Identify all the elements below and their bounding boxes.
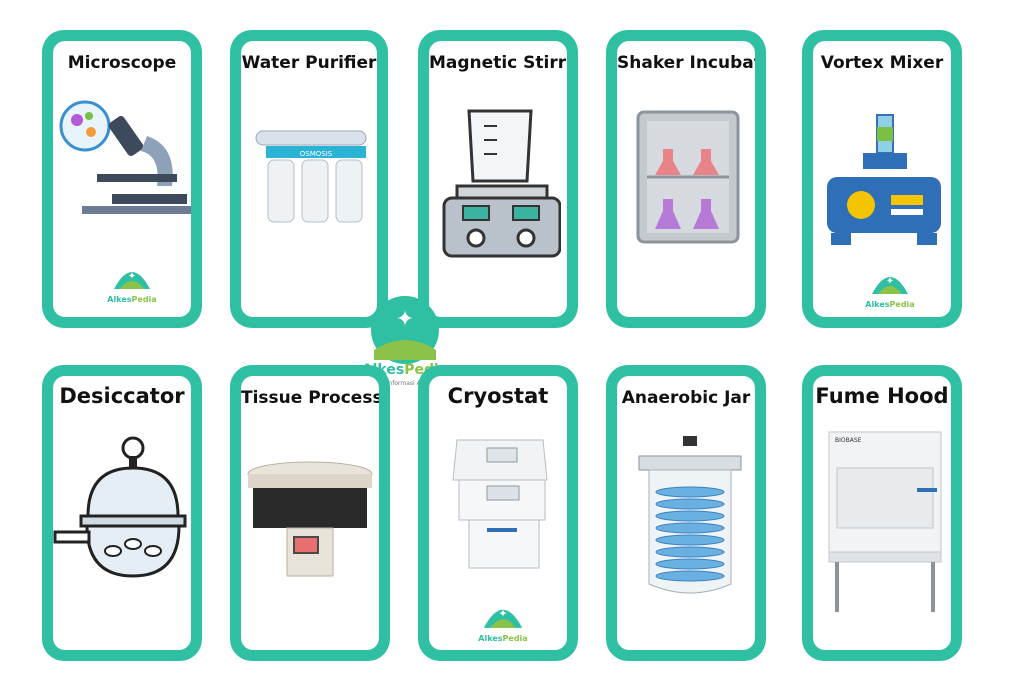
alkespedia-icon: ✦ <box>483 607 523 628</box>
tissue-processor-illustration <box>247 461 373 577</box>
svg-text:✦: ✦ <box>396 307 414 332</box>
logo-text: AlkesPedia <box>478 634 528 643</box>
card-inner: Microscope ✦ AlkesPedia <box>53 41 191 317</box>
card-title: Microscope <box>67 53 177 73</box>
card-inner: Vortex Mixer ✦ AlkesPedia <box>813 41 951 317</box>
cryostat-illustration <box>452 439 548 569</box>
card-title: Vortex Mixer <box>820 53 944 73</box>
alkespedia-icon: ✦ <box>114 271 150 289</box>
card-shaker-incubator: Shaker Incubator <box>606 30 766 328</box>
card-water-purifier: Water Purifier OSMOSIS <box>230 30 388 328</box>
alkespedia-logo: ✦ AlkesPedia <box>98 261 166 304</box>
microscope-illustration <box>59 100 191 214</box>
biobase-label: BIOBASE <box>835 437 862 444</box>
water-purifier-illustration: OSMOSIS <box>255 130 367 223</box>
card-inner: Anaerobic Jar <box>617 376 755 650</box>
card-title: Cryostat <box>447 384 549 408</box>
card-title: Magnetic Stirrer <box>429 53 567 73</box>
card-title: Anaerobic Jar <box>621 388 751 408</box>
card-inner: Shaker Incubator <box>617 41 755 317</box>
card-inner: Tissue Processor <box>241 376 379 650</box>
desiccator-illustration <box>53 436 187 578</box>
card-inner: Cryostat ✦ AlkesPedia <box>429 376 567 650</box>
card-microscope: Microscope ✦ AlkesPedia <box>42 30 202 328</box>
card-desiccator: Desiccator <box>42 365 202 661</box>
card-anaerobic-jar: Anaerobic Jar <box>606 365 766 661</box>
card-vortex-mixer: Vortex Mixer ✦ AlkesPedia <box>802 30 962 328</box>
card-magnetic-stirrer: Magnetic Stirrer <box>418 30 578 328</box>
osmosis-label: OSMOSIS <box>300 150 333 158</box>
vortex-mixer-illustration <box>827 114 941 245</box>
card-inner: Desiccator <box>53 376 191 650</box>
shaker-incubator-illustration <box>636 110 740 244</box>
svg-text:✦: ✦ <box>886 276 894 287</box>
alkespedia-icon: ✦ <box>872 276 908 294</box>
card-cryostat: Cryostat ✦ AlkesPedia <box>418 365 578 661</box>
fume-hood-illustration: BIOBASE <box>828 431 942 612</box>
card-inner: Fume Hood BIOBASE <box>813 376 951 650</box>
svg-text:✦: ✦ <box>499 607 508 620</box>
card-fume-hood: Fume Hood BIOBASE <box>802 365 962 661</box>
alkespedia-logo: ✦ AlkesPedia <box>856 266 924 309</box>
logo-text: AlkesPedia <box>107 295 157 304</box>
card-title: Tissue Processor <box>241 388 379 408</box>
logo-tagline: Pusat Informasi Alat Kesehatan <box>368 380 462 387</box>
logo-text: AlkesPedia <box>865 300 915 309</box>
alkespedia-icon: ✦ <box>371 296 439 364</box>
card-title: Desiccator <box>59 384 185 408</box>
card-inner: Magnetic Stirrer <box>429 41 567 317</box>
svg-text:✦: ✦ <box>128 271 136 282</box>
card-tissue-processor: Tissue Processor <box>230 365 390 661</box>
card-inner: Water Purifier OSMOSIS <box>241 41 377 317</box>
card-title: Water Purifier <box>241 53 377 73</box>
card-title: Fume Hood <box>815 384 949 408</box>
anaerobic-jar-illustration <box>638 436 742 594</box>
magnetic-stirrer-illustration <box>442 109 561 258</box>
alkespedia-logo: ✦ AlkesPedia <box>464 598 542 643</box>
card-title: Shaker Incubator <box>617 53 755 73</box>
